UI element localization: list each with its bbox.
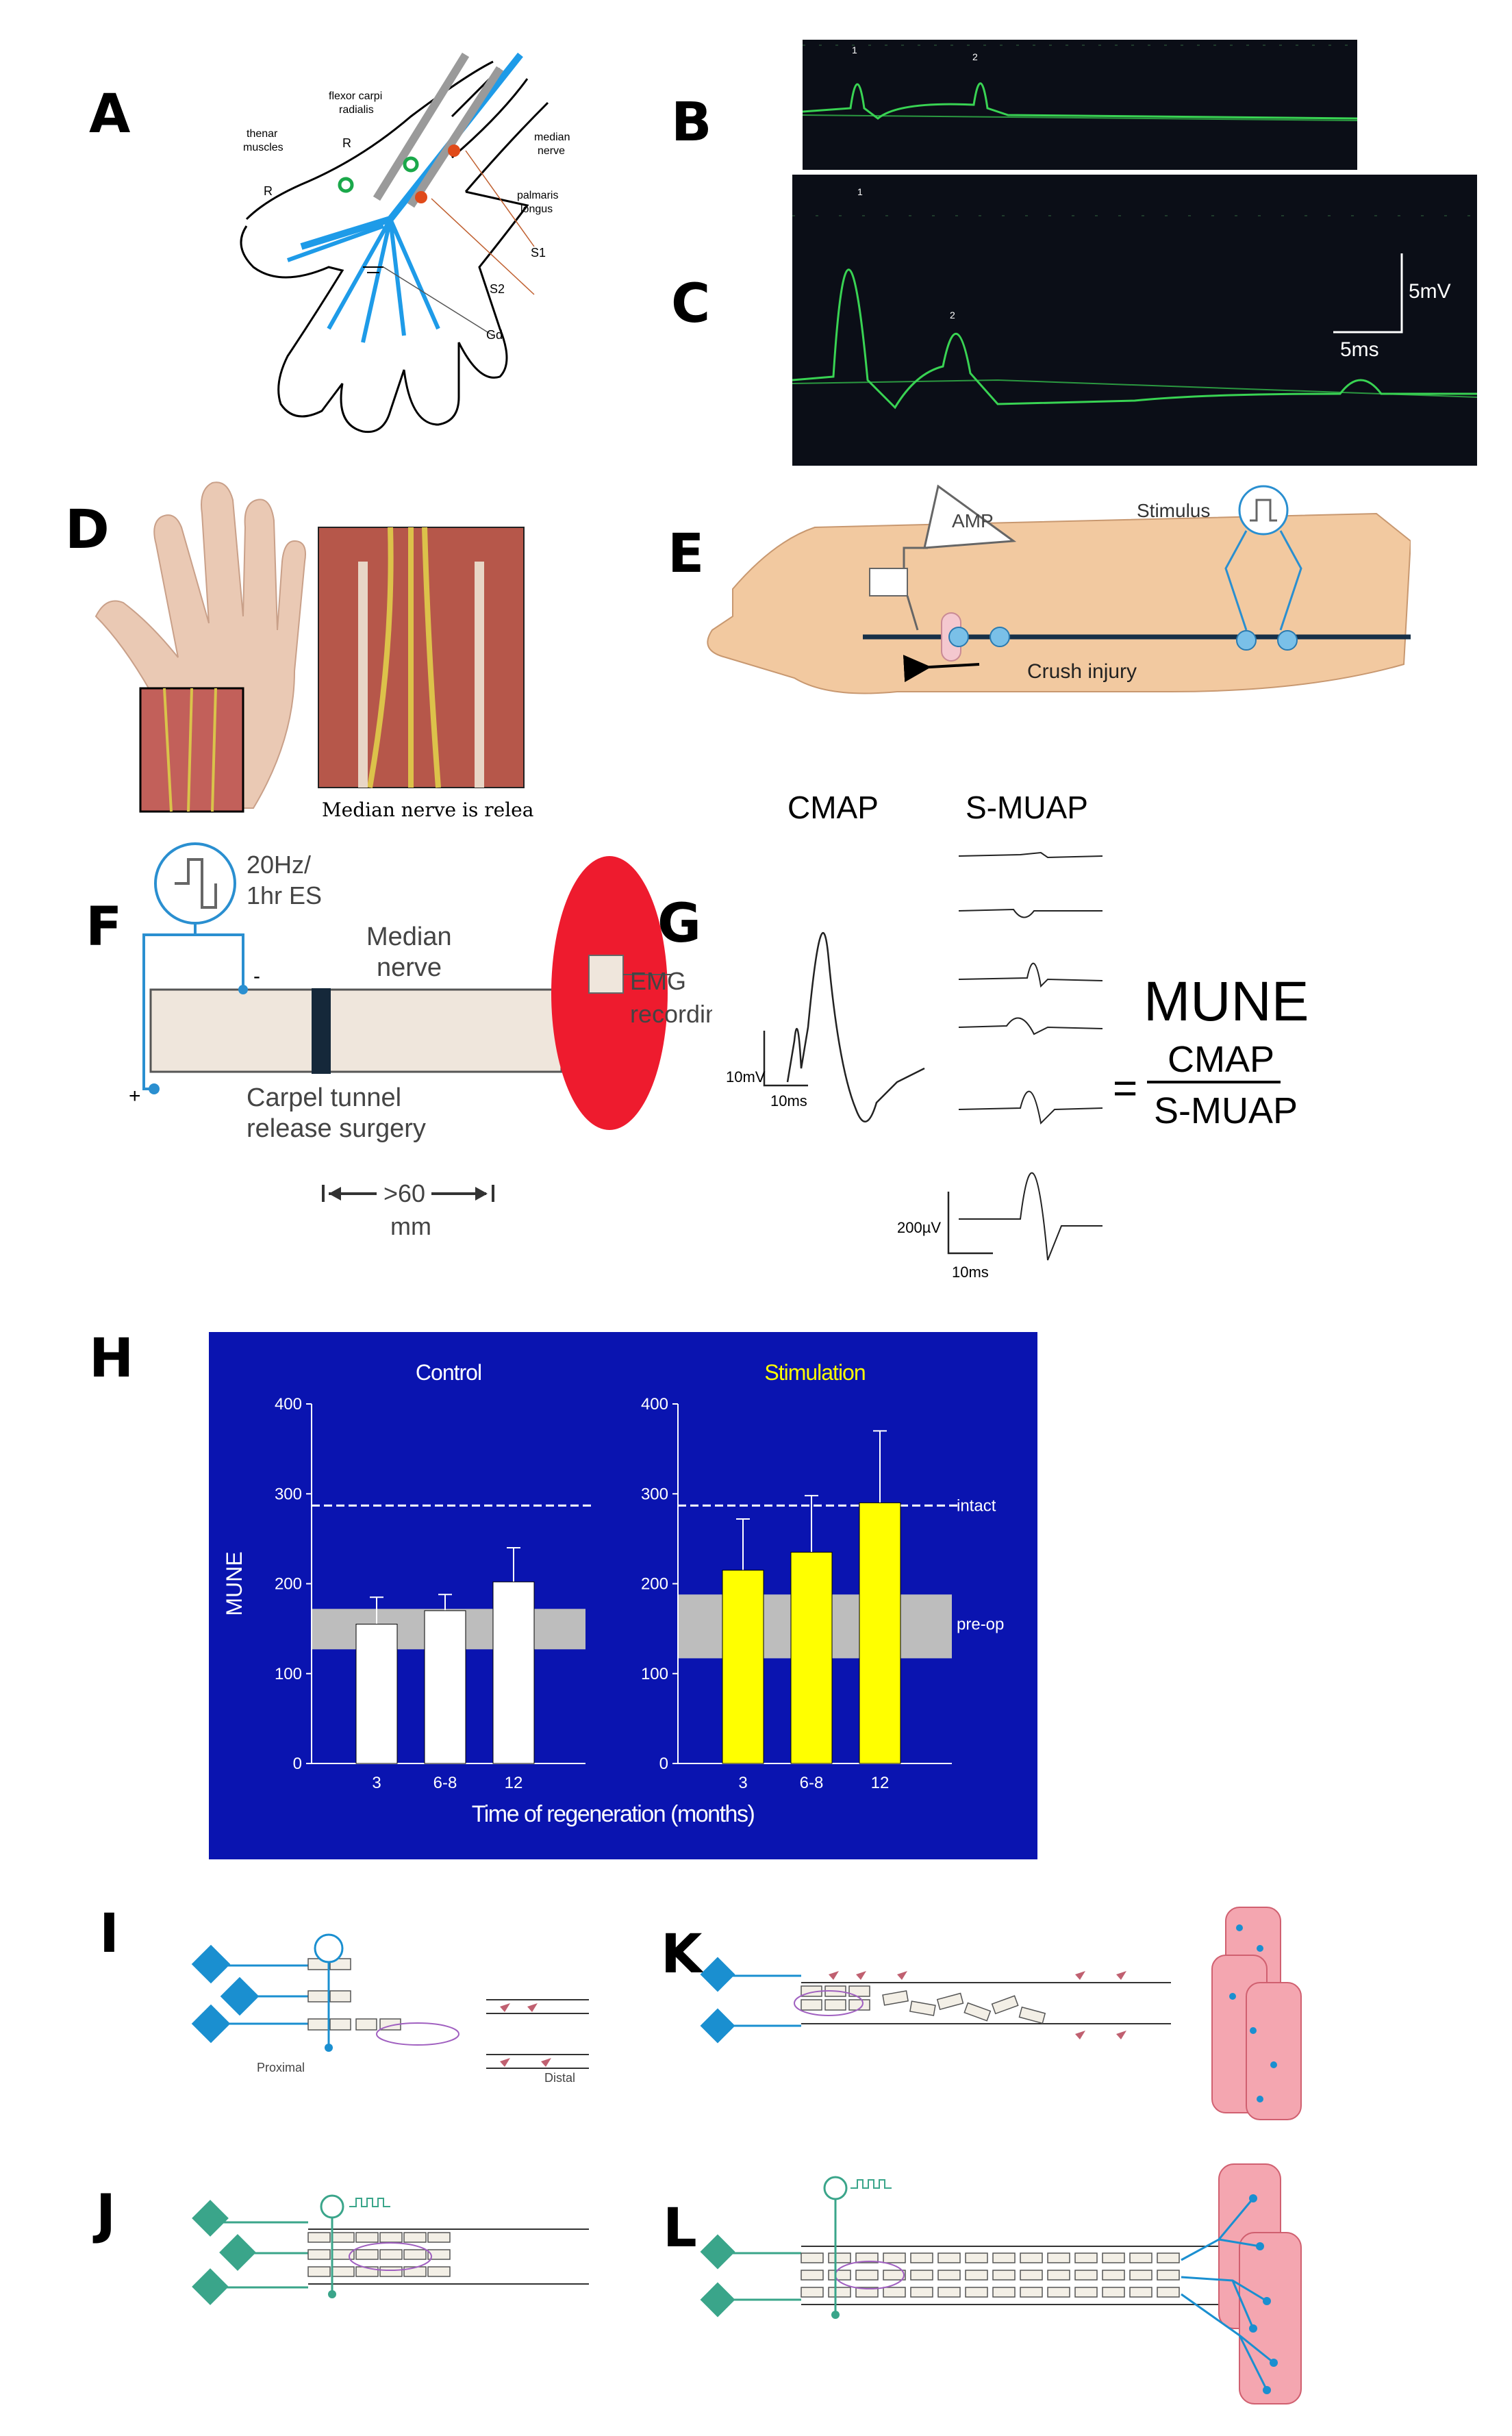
panel-g-cmap-label: CMAP — [788, 790, 879, 825]
panel-letter-c: C — [671, 273, 711, 335]
panel-f-nerve-label-2: nerve — [377, 953, 442, 982]
x-tick-label: 12 — [871, 1774, 890, 1792]
panel-letter-j: J — [96, 2184, 116, 2246]
mune-bar-chart: 0 100 200 300 400 Control 3 6-8 12 0 100 200 300 400 S… — [209, 1332, 1037, 1859]
panel-f-nerve-label-1: Median — [366, 922, 452, 951]
panel-letter-h: H — [89, 1328, 134, 1390]
label-muscles: muscles — [243, 142, 284, 153]
panel-f-emg-label-1: EMG — [630, 967, 686, 995]
y-tick-label: 100 — [641, 1665, 668, 1683]
y-tick-label: 300 — [275, 1485, 302, 1503]
panel-letter-d: D — [65, 499, 110, 561]
mune-estimation-diagram: CMAP S-MUAP 10mV 10ms 200µV 10ms MUNE = … — [726, 790, 1309, 1281]
label-thenar: thenar — [247, 128, 278, 140]
panel-g-smuap-scale-v: 200µV — [897, 1219, 941, 1236]
nerve-stimulation-schematic: - + 20Hz/ 1hr ES Median nerve EMG record… — [129, 842, 712, 1240]
y-tick-label: 300 — [641, 1485, 668, 1503]
label-r1: R — [264, 184, 273, 198]
y-tick-label: 400 — [275, 1395, 302, 1414]
panel-title: Stimulation — [764, 1360, 865, 1385]
panel-letter-b: B — [671, 92, 712, 153]
panel-f-stim-label-1: 20Hz/ — [247, 851, 311, 879]
schematic-regeneration-control — [700, 1907, 1302, 2120]
panel-g-cmap-scale-v: 10mV — [726, 1068, 766, 1085]
panel-f-distance-1: >60 — [383, 1179, 425, 1207]
label-distal: Distal — [544, 2071, 575, 2085]
panel-f-plus: + — [129, 1085, 141, 1107]
trace-c-scale-v: 5mV — [1409, 280, 1451, 303]
panel-f-emg-label-2: recordin — [630, 1000, 712, 1028]
trace-c-peak-1: 1 — [857, 186, 863, 197]
y-tick-label: 200 — [641, 1575, 668, 1594]
label-gd: Gd — [486, 328, 503, 342]
label-median: median — [534, 131, 570, 143]
label-radialis: radialis — [339, 104, 374, 116]
schematic-stimulation-short — [192, 2194, 589, 2305]
trace-b-scope: 1 2 — [803, 40, 1357, 170]
x-tick-label: 12 — [505, 1774, 523, 1792]
panel-g-formula-den: S-MUAP — [1154, 1090, 1298, 1131]
panel-letter-l: L — [663, 2198, 697, 2259]
panel-f-surgery-label-2: release surgery — [247, 1114, 426, 1143]
label-proximal: Proximal — [257, 2061, 305, 2074]
label-palmaris: palmaris — [517, 190, 558, 201]
bar — [722, 1570, 764, 1764]
carpal-tunnel-illustration: Median nerve is released. — [94, 481, 534, 821]
trace-c-peak-2: 2 — [950, 310, 955, 321]
panel-g-smuap-scale-t: 10ms — [952, 1264, 989, 1281]
label-longus: longus — [520, 203, 553, 215]
panel-letter-g: G — [657, 893, 702, 955]
trace-c-scope: 1 2 5mV 5ms — [792, 175, 1477, 466]
trace-b-peak-1: 1 — [852, 45, 857, 55]
panel-e-stimulus-label: Stimulus — [1137, 500, 1210, 521]
x-tick-label: 3 — [372, 1774, 381, 1792]
y-axis-title: MUNE — [222, 1551, 247, 1616]
panel-g-formula-num: CMAP — [1168, 1039, 1274, 1080]
y-tick-label: 400 — [641, 1395, 668, 1414]
panel-d-caption: Median nerve is released. — [322, 799, 534, 821]
trace-c-scale-t: 5ms — [1340, 338, 1379, 361]
bar — [859, 1502, 901, 1764]
arm-stimulation-diagram: AMP Stimulus Crush injury — [707, 484, 1411, 694]
bar — [492, 1581, 535, 1764]
intact-label: intact — [957, 1496, 996, 1515]
panel-letter-k: K — [661, 1924, 703, 1985]
panel-g-smuap-label: S-MUAP — [966, 790, 1088, 825]
panel-f-minus: - — [253, 965, 260, 988]
panel-letter-a: A — [89, 84, 131, 145]
preop-label: pre-op — [957, 1616, 1004, 1634]
x-axis-title: Time of regeneration (months) — [472, 1801, 755, 1827]
panel-letter-i: I — [99, 1903, 120, 1965]
panel-g-formula-eq: = — [1113, 1065, 1137, 1112]
hand-anatomy-diagram: flexor carpi radialis thenar muscles R R… — [240, 52, 570, 434]
panel-title: Control — [416, 1360, 481, 1385]
x-tick-label: 6-8 — [800, 1774, 824, 1792]
panel-f-surgery-label-1: Carpel tunnel — [247, 1083, 401, 1112]
panel-g-formula-mune: MUNE — [1144, 970, 1309, 1033]
label-s2: S2 — [490, 282, 505, 296]
panel-f-stim-label-2: 1hr ES — [247, 881, 322, 909]
panel-g-cmap-scale-t: 10ms — [770, 1092, 807, 1109]
y-tick-label: 0 — [293, 1755, 302, 1773]
bar — [790, 1552, 833, 1764]
label-nerve: nerve — [538, 145, 565, 157]
panel-e-injury-label: Crush injury — [1027, 660, 1137, 683]
y-tick-label: 100 — [275, 1665, 302, 1683]
schematic-regeneration-stimulated — [700, 2163, 1302, 2404]
panel-letter-f: F — [86, 896, 123, 958]
x-tick-label: 6-8 — [433, 1774, 457, 1792]
bar — [424, 1610, 466, 1764]
label-flexor-carpi: flexor carpi — [329, 90, 382, 102]
label-s1: S1 — [531, 246, 546, 260]
x-tick-label: 3 — [738, 1774, 747, 1792]
panel-f-distance-2: mm — [390, 1212, 431, 1240]
panel-e-amp-label: AMP — [952, 510, 994, 531]
schematic-axotomy: Proximal Distal — [191, 1933, 589, 2085]
y-tick-label: 0 — [659, 1755, 668, 1773]
trace-b-peak-2: 2 — [972, 51, 978, 62]
label-r2: R — [342, 136, 351, 150]
bar — [355, 1624, 398, 1764]
panel-letter-e: E — [668, 523, 705, 585]
y-tick-label: 200 — [275, 1575, 302, 1594]
